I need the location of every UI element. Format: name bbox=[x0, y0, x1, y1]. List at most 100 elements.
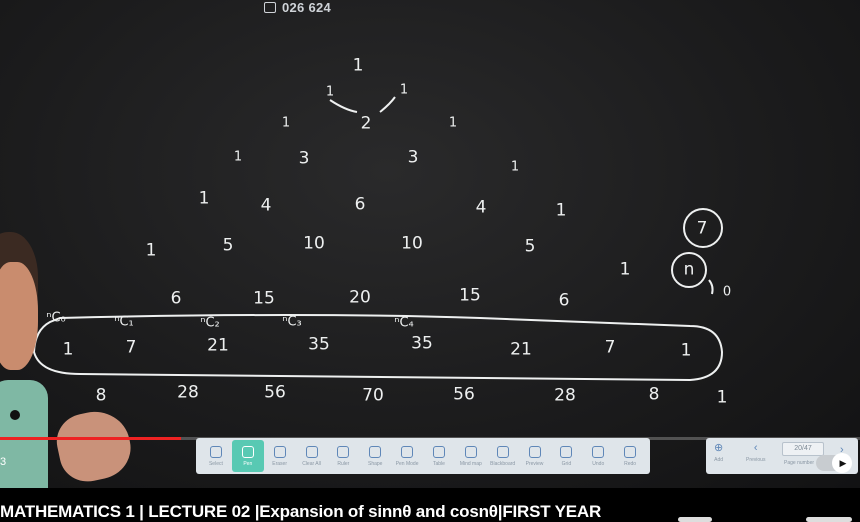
page-number-field[interactable]: 20/47 bbox=[782, 442, 824, 456]
board-number: 1 bbox=[680, 340, 692, 361]
board-number: 6 bbox=[170, 288, 182, 309]
redo-icon bbox=[624, 445, 637, 458]
video-id: 026 624 bbox=[282, 0, 332, 15]
chalk-strokes bbox=[32, 96, 724, 382]
microphone-icon bbox=[10, 410, 20, 420]
grid-icon bbox=[560, 445, 573, 458]
board-number: 1 bbox=[619, 259, 631, 280]
n-subscript: 0 bbox=[722, 284, 732, 300]
pen-icon bbox=[241, 445, 254, 458]
board-number: 8 bbox=[648, 384, 660, 405]
combination-label: ⁿC₁ bbox=[114, 314, 134, 330]
board-number: 1 bbox=[716, 387, 728, 408]
table-icon bbox=[432, 445, 445, 458]
tool-redo[interactable]: Redo bbox=[614, 440, 646, 472]
circled-n: n bbox=[683, 259, 695, 280]
autoplay-toggle[interactable]: ▶ bbox=[816, 453, 852, 473]
board-number: 5 bbox=[524, 236, 536, 257]
tool-ruler[interactable]: Ruler bbox=[327, 440, 359, 472]
board-number: 20 bbox=[349, 287, 371, 308]
whiteboard-toolbar: Select Pen Eraser Clear All Ruler Shape Pen Mo… bbox=[196, 438, 650, 474]
bottom-chip[interactable] bbox=[678, 517, 712, 522]
board-number: 10 bbox=[401, 233, 423, 254]
bottom-chip[interactable] bbox=[806, 517, 852, 522]
play-icon: ▶ bbox=[839, 457, 847, 468]
tool-table[interactable]: Table bbox=[423, 440, 455, 472]
board-number: 35 bbox=[308, 334, 330, 355]
board-number: 1 bbox=[448, 115, 458, 131]
video-frame[interactable]: 026 624 1 1 2 1 1 3 3 1 1 4 6 4 1 1 5 10… bbox=[0, 0, 860, 488]
circled-seven: 7 bbox=[696, 218, 708, 239]
board-number: 2 bbox=[360, 113, 372, 134]
combination-label: ⁿC₄ bbox=[394, 315, 414, 331]
clear-icon bbox=[305, 445, 318, 458]
add-label: Add bbox=[714, 457, 724, 463]
tool-mind-map[interactable]: Mind map bbox=[455, 440, 487, 472]
board-number: 28 bbox=[177, 382, 199, 403]
tool-label: Shape bbox=[367, 460, 383, 467]
tool-label: Table bbox=[432, 460, 445, 467]
board-number: 4 bbox=[475, 197, 487, 218]
toggle-knob: ▶ bbox=[832, 453, 852, 473]
tool-pen-mode[interactable]: Pen Mode bbox=[391, 440, 423, 472]
previous-page-button[interactable]: ‹ Previous bbox=[746, 442, 765, 463]
tool-select[interactable]: Select bbox=[200, 440, 232, 472]
video-progress-fill bbox=[0, 437, 181, 440]
board-number: 1 bbox=[281, 115, 291, 131]
tool-pen[interactable]: Pen bbox=[231, 440, 264, 472]
board-number: 5 bbox=[222, 235, 234, 256]
board-number: 28 bbox=[554, 385, 576, 406]
previous-label: Previous bbox=[746, 457, 766, 463]
board-number: 15 bbox=[459, 285, 481, 306]
board-number: 1 bbox=[555, 200, 567, 221]
board-number: 3 bbox=[298, 148, 310, 169]
tool-preview[interactable]: Preview bbox=[519, 440, 551, 472]
tool-label: Clear All bbox=[302, 460, 321, 467]
board-number: 7 bbox=[604, 337, 616, 358]
board-number: 1 bbox=[325, 84, 335, 100]
tool-clear-all[interactable]: Clear All bbox=[296, 440, 328, 472]
tool-label: Ruler bbox=[337, 460, 350, 467]
corner-number: 3 bbox=[0, 456, 7, 468]
plus-icon: ⊕ bbox=[714, 442, 724, 454]
board-number: 6 bbox=[558, 290, 570, 311]
tool-undo[interactable]: Undo bbox=[582, 440, 614, 472]
preview-icon bbox=[528, 445, 541, 458]
board-number: 6 bbox=[354, 194, 366, 215]
board-number: 7 bbox=[125, 337, 137, 358]
board-number: 1 bbox=[198, 188, 210, 209]
cursor-icon bbox=[209, 445, 222, 458]
tool-grid[interactable]: Grid bbox=[550, 440, 582, 472]
chevron-left-icon: ‹ bbox=[753, 442, 758, 454]
board-number: 56 bbox=[453, 384, 475, 405]
board-number: 1 bbox=[62, 339, 74, 360]
combination-label: ⁿC₃ bbox=[282, 314, 302, 330]
board-number: 10 bbox=[303, 233, 325, 254]
tool-label: Pen Mode bbox=[395, 460, 419, 467]
title-bar bbox=[0, 488, 860, 522]
board-number: 1 bbox=[352, 55, 364, 76]
tool-label: Select bbox=[208, 460, 223, 467]
video-title[interactable]: MATHEMATICS 1 | LECTURE 02 |Expansion of… bbox=[0, 502, 602, 521]
add-page-button[interactable]: ⊕ Add bbox=[714, 442, 723, 463]
tool-label: Redo bbox=[624, 460, 637, 467]
tool-label: Preview bbox=[525, 460, 544, 467]
board-number: 8 bbox=[95, 385, 107, 406]
shape-icon bbox=[369, 445, 382, 458]
board-number: 4 bbox=[260, 195, 272, 216]
chevron-right-icon[interactable]: › bbox=[840, 444, 844, 456]
board-number: 70 bbox=[362, 385, 384, 406]
board-number: 1 bbox=[399, 82, 409, 98]
tool-blackboard[interactable]: Blackboard bbox=[487, 440, 519, 472]
tool-shape[interactable]: Shape bbox=[359, 440, 391, 472]
board-icon bbox=[496, 445, 509, 458]
board-number: 56 bbox=[264, 382, 286, 403]
tool-label: Eraser bbox=[272, 460, 288, 467]
undo-icon bbox=[592, 445, 605, 458]
tool-label: Mind map bbox=[459, 460, 482, 467]
tool-label: Pen bbox=[243, 460, 253, 467]
combination-label: ⁿC₂ bbox=[200, 315, 220, 331]
tool-eraser[interactable]: Eraser bbox=[264, 440, 296, 472]
eraser-icon bbox=[273, 445, 286, 458]
board-number: 1 bbox=[233, 149, 243, 165]
